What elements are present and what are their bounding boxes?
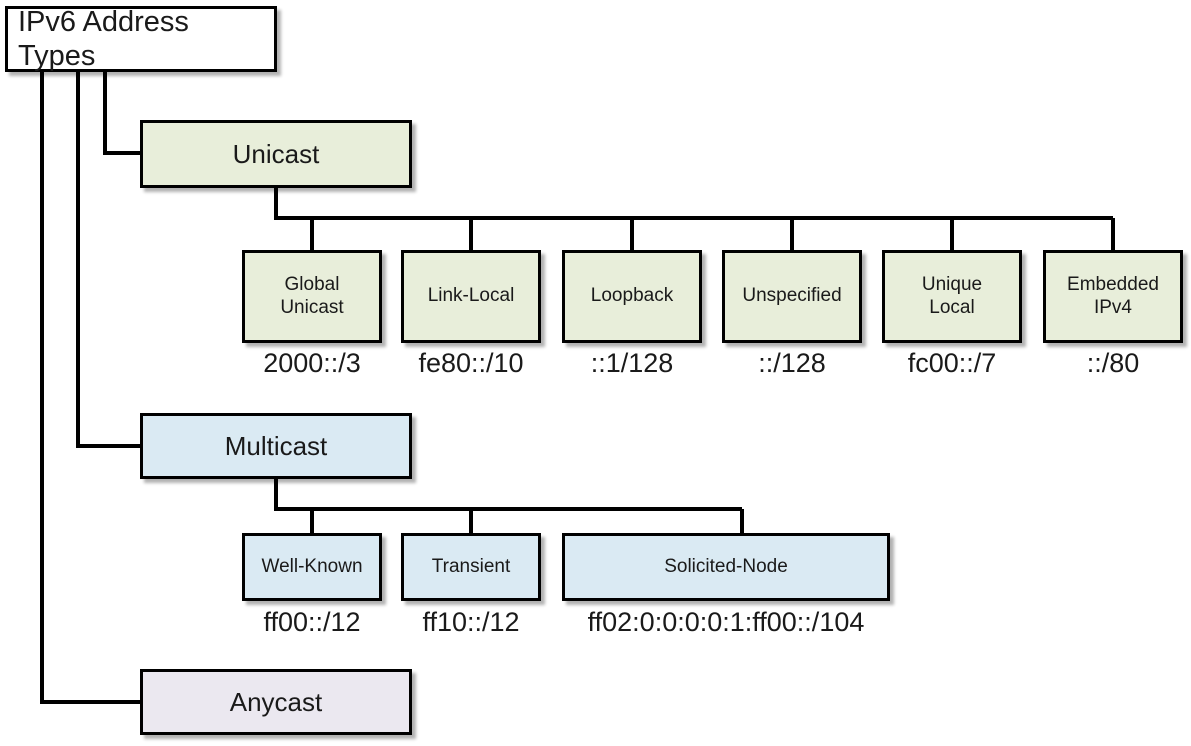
node-root[interactable]: IPv6 Address Types: [5, 6, 277, 72]
node-global-unicast-label: Global Unicast: [280, 274, 344, 318]
node-link-local[interactable]: Link-Local: [401, 250, 541, 343]
node-solicited-node-label: Solicited-Node: [664, 555, 788, 577]
caption-global-unicast: 2000::/3: [263, 348, 361, 378]
node-well-known-label: Well-Known: [261, 555, 363, 577]
node-global-unicast[interactable]: Global Unicast: [242, 250, 382, 343]
node-transient-label: Transient: [431, 555, 511, 577]
node-embedded-ipv4-label: Embedded IPv4: [1067, 274, 1159, 318]
edge-root-to-multicast: [76, 72, 140, 448]
node-unspecified[interactable]: Unspecified: [722, 250, 862, 343]
caption-unique-local: fc00::/7: [907, 348, 997, 378]
node-multicast[interactable]: Multicast: [140, 413, 412, 479]
caption-solicited-node: ff02:0:0:0:0:1:ff00::/104: [587, 607, 865, 637]
node-link-local-label: Link-Local: [427, 285, 515, 307]
node-embedded-ipv4[interactable]: Embedded IPv4: [1043, 250, 1183, 343]
caption-link-local: fe80::/10: [418, 348, 524, 378]
node-multicast-label: Multicast: [224, 430, 328, 461]
node-transient[interactable]: Transient: [401, 533, 541, 601]
edge-root-to-anycast: [40, 72, 140, 704]
node-unspecified-label: Unspecified: [742, 285, 842, 307]
caption-transient: ff10::/12: [422, 607, 520, 637]
edge-multicast-bus: [274, 479, 742, 511]
edge-unicast-bus: [274, 188, 1113, 220]
node-anycast[interactable]: Anycast: [140, 669, 412, 735]
node-unicast-label: Unicast: [232, 138, 320, 169]
node-unique-local[interactable]: Unique Local: [882, 250, 1022, 343]
node-anycast-label: Anycast: [229, 686, 323, 717]
caption-embedded-ipv4: ::/80: [1086, 348, 1140, 378]
caption-well-known: ff00::/12: [263, 607, 361, 637]
node-loopback-label: Loopback: [590, 285, 674, 307]
node-well-known[interactable]: Well-Known: [242, 533, 382, 601]
node-unicast[interactable]: Unicast: [140, 120, 412, 188]
caption-unspecified: ::/128: [758, 348, 826, 378]
caption-loopback: ::1/128: [590, 348, 674, 378]
node-loopback[interactable]: Loopback: [562, 250, 702, 343]
node-solicited-node[interactable]: Solicited-Node: [562, 533, 890, 601]
node-unique-local-label: Unique Local: [921, 274, 983, 318]
edge-root-to-unicast: [103, 72, 140, 155]
node-root-label: IPv6 Address Types: [18, 5, 189, 72]
